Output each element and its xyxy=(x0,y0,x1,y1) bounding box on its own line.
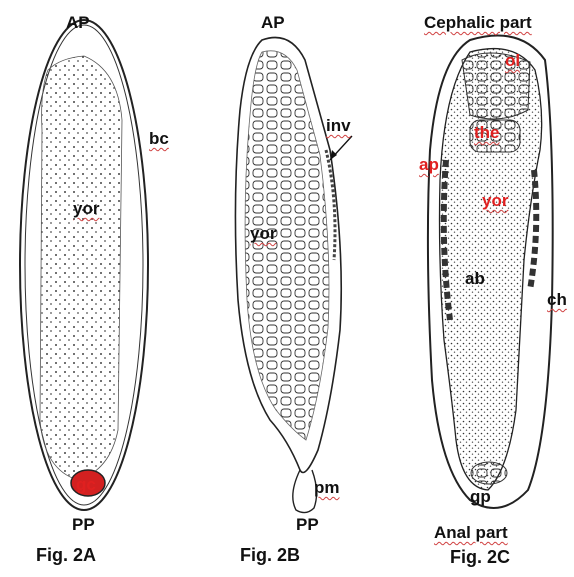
anal-part-label: Anal part xyxy=(434,524,508,541)
yolk-label-2b: yor xyxy=(250,225,276,242)
figure-caption-2b: Fig. 2B xyxy=(240,546,300,564)
anterior-pole-label-2b: AP xyxy=(261,14,285,31)
pole-cell-label-2a: gc xyxy=(76,476,96,493)
abdomen-label: ab xyxy=(465,270,485,287)
posterior-pole-label-2a: PP xyxy=(72,516,95,533)
germ-pole-label: gp xyxy=(470,488,491,505)
embryo-2b xyxy=(235,38,352,513)
embryo-2c xyxy=(428,36,553,509)
posterior-pole-label-2b: PP xyxy=(296,516,319,533)
embryo-2a xyxy=(20,20,148,510)
chorion-label: ch xyxy=(547,291,567,308)
anterior-pole-label-2a: AP xyxy=(66,14,90,31)
organ-the-label: the xyxy=(474,124,500,141)
yolk-label-2a: yor xyxy=(73,200,99,217)
appendage-label: ap xyxy=(419,156,439,173)
membrane-label-2a: bc xyxy=(149,130,169,147)
membrane-label-2b: pm xyxy=(314,479,340,496)
organ-ol-label: ol xyxy=(505,52,520,69)
invagination-label-2b: inv xyxy=(326,117,351,134)
cephalic-part-label: Cephalic part xyxy=(424,14,532,31)
figure-caption-2c: Fig. 2C xyxy=(450,548,510,566)
yolk-label-2c: yor xyxy=(482,192,508,209)
figure-caption-2a: Fig. 2A xyxy=(36,546,96,564)
